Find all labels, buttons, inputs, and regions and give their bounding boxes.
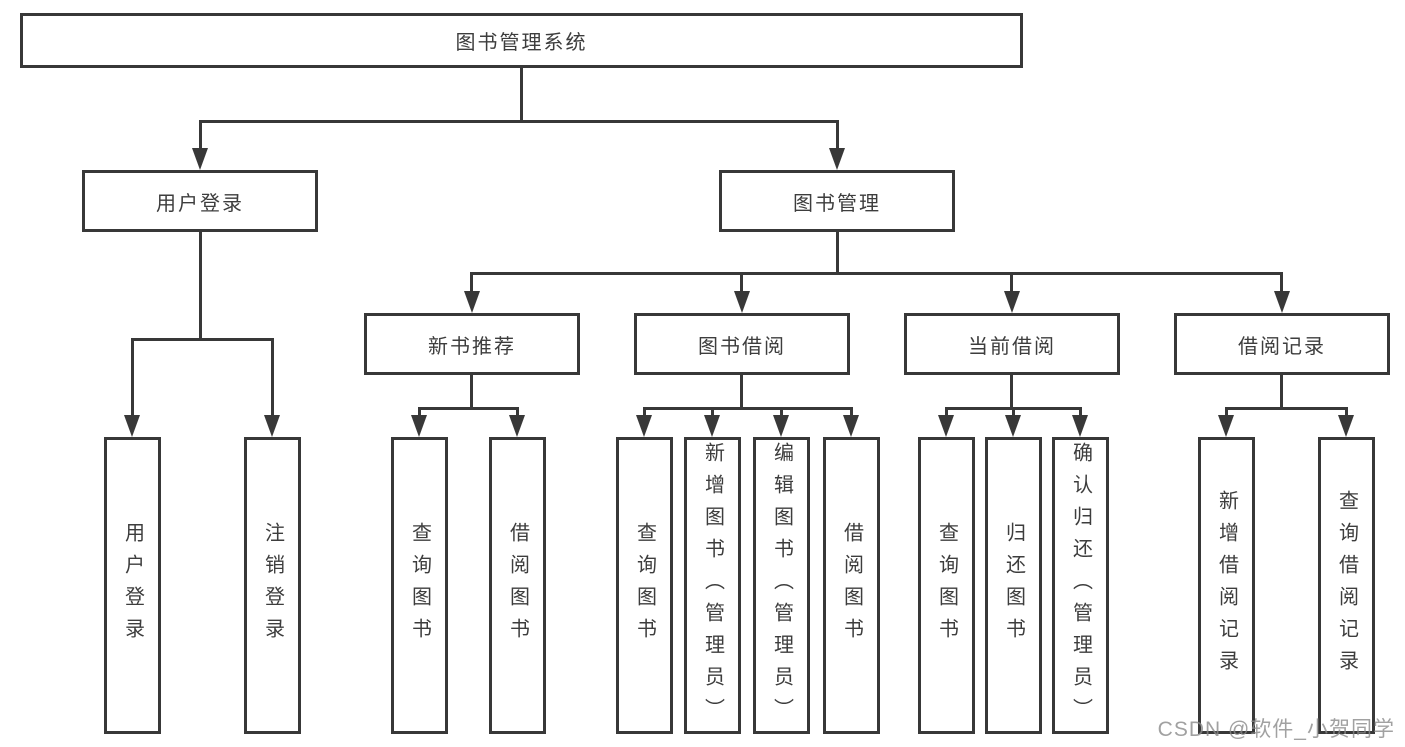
connector-line [516, 407, 519, 417]
leaf-logout: 注销登录 [244, 437, 301, 734]
node-new-book-recommend-label: 新书推荐 [428, 335, 516, 358]
connector-line [945, 407, 948, 417]
arrow-down-icon [636, 415, 652, 437]
connector-line [470, 375, 473, 407]
node-user-login: 用户登录 [82, 170, 318, 232]
arrow-down-icon [411, 415, 427, 437]
connector-line [643, 407, 853, 410]
connector-line [470, 272, 473, 293]
connector-line [1225, 407, 1348, 410]
connector-line [1280, 272, 1283, 293]
node-book-borrowing-label: 图书借阅 [698, 335, 786, 358]
node-user-login-label: 用户登录 [156, 192, 244, 215]
connector-line [520, 68, 523, 120]
arrow-down-icon [938, 415, 954, 437]
arrow-down-icon [124, 415, 140, 437]
node-borrowing-records-label: 借阅记录 [1238, 335, 1326, 358]
leaf-query-borrow-record-label: 查询借阅记录 [1335, 489, 1358, 682]
connector-line [1010, 375, 1013, 407]
connector-line [1012, 407, 1015, 417]
arrow-down-icon [464, 291, 480, 313]
connector-line [1225, 407, 1228, 417]
arrow-down-icon [829, 148, 845, 170]
connector-line [740, 272, 743, 293]
leaf-confirm-return-admin: 确认归还（管理员） [1052, 437, 1109, 734]
node-book-borrowing: 图书借阅 [634, 313, 850, 375]
connector-line [418, 407, 421, 417]
leaf-query-books-current-label: 查询图书 [935, 521, 958, 650]
connector-line [836, 120, 839, 150]
leaf-borrow-books-label: 借阅图书 [840, 521, 863, 650]
arrow-down-icon [734, 291, 750, 313]
arrow-down-icon [704, 415, 720, 437]
connector-line [780, 407, 783, 417]
arrow-down-icon [1072, 415, 1088, 437]
arrow-down-icon [1274, 291, 1290, 313]
arrow-down-icon [773, 415, 789, 437]
csdn-watermark: CSDN @软件_小贺同学 [1157, 718, 1395, 741]
leaf-query-books-recommend-label: 查询图书 [408, 521, 431, 650]
arrow-down-icon [264, 415, 280, 437]
leaf-query-borrow-record: 查询借阅记录 [1318, 437, 1375, 734]
leaf-user-login-label: 用户登录 [121, 521, 144, 650]
connector-line [199, 120, 838, 123]
leaf-add-borrow-record: 新增借阅记录 [1198, 437, 1255, 734]
leaf-user-login: 用户登录 [104, 437, 161, 734]
connector-line [643, 407, 646, 417]
node-current-borrowing-label: 当前借阅 [968, 335, 1056, 358]
connector-line [131, 338, 273, 341]
connector-line [711, 407, 714, 417]
leaf-edit-books-admin: 编辑图书（管理员） [753, 437, 810, 734]
leaf-return-books-label: 归还图书 [1002, 521, 1025, 650]
arrow-down-icon [843, 415, 859, 437]
connector-line [418, 407, 519, 410]
node-current-borrowing: 当前借阅 [904, 313, 1120, 375]
leaf-borrow-books: 借阅图书 [823, 437, 880, 734]
node-borrowing-records: 借阅记录 [1174, 313, 1390, 375]
connector-line [199, 232, 202, 338]
leaf-query-books-recommend: 查询图书 [391, 437, 448, 734]
arrow-down-icon [1005, 415, 1021, 437]
leaf-add-books-admin: 新增图书（管理员） [684, 437, 741, 734]
arrow-down-icon [1218, 415, 1234, 437]
connector-line [740, 375, 743, 407]
arrow-down-icon [192, 148, 208, 170]
arrow-down-icon [1004, 291, 1020, 313]
connector-line [470, 272, 1283, 275]
leaf-return-books: 归还图书 [985, 437, 1042, 734]
connector-line [850, 407, 853, 417]
connector-line [1280, 375, 1283, 407]
leaf-query-books-current: 查询图书 [918, 437, 975, 734]
node-root-label: 图书管理系统 [455, 32, 588, 54]
connector-line [1010, 272, 1013, 293]
connector-line [836, 232, 839, 272]
connector-line [131, 338, 134, 417]
leaf-edit-books-admin-label: 编辑图书（管理员） [770, 441, 793, 730]
connector-line [199, 120, 202, 150]
leaf-borrow-books-recommend: 借阅图书 [489, 437, 546, 734]
leaf-logout-label: 注销登录 [261, 521, 284, 650]
connector-line [271, 338, 274, 417]
leaf-add-borrow-record-label: 新增借阅记录 [1215, 489, 1238, 682]
leaf-add-books-admin-label: 新增图书（管理员） [701, 441, 724, 730]
leaf-confirm-return-admin-label: 确认归还（管理员） [1069, 441, 1092, 730]
connector-line [1345, 407, 1348, 417]
leaf-borrow-books-recommend-label: 借阅图书 [506, 521, 529, 650]
node-book-management: 图书管理 [719, 170, 955, 232]
leaf-query-books-borrowing-label: 查询图书 [633, 521, 656, 650]
arrow-down-icon [1338, 415, 1354, 437]
connector-line [1079, 407, 1082, 417]
leaf-query-books-borrowing: 查询图书 [616, 437, 673, 734]
node-new-book-recommend: 新书推荐 [364, 313, 580, 375]
node-root: 图书管理系统 [20, 13, 1023, 68]
arrow-down-icon [509, 415, 525, 437]
node-book-management-label: 图书管理 [793, 192, 881, 215]
